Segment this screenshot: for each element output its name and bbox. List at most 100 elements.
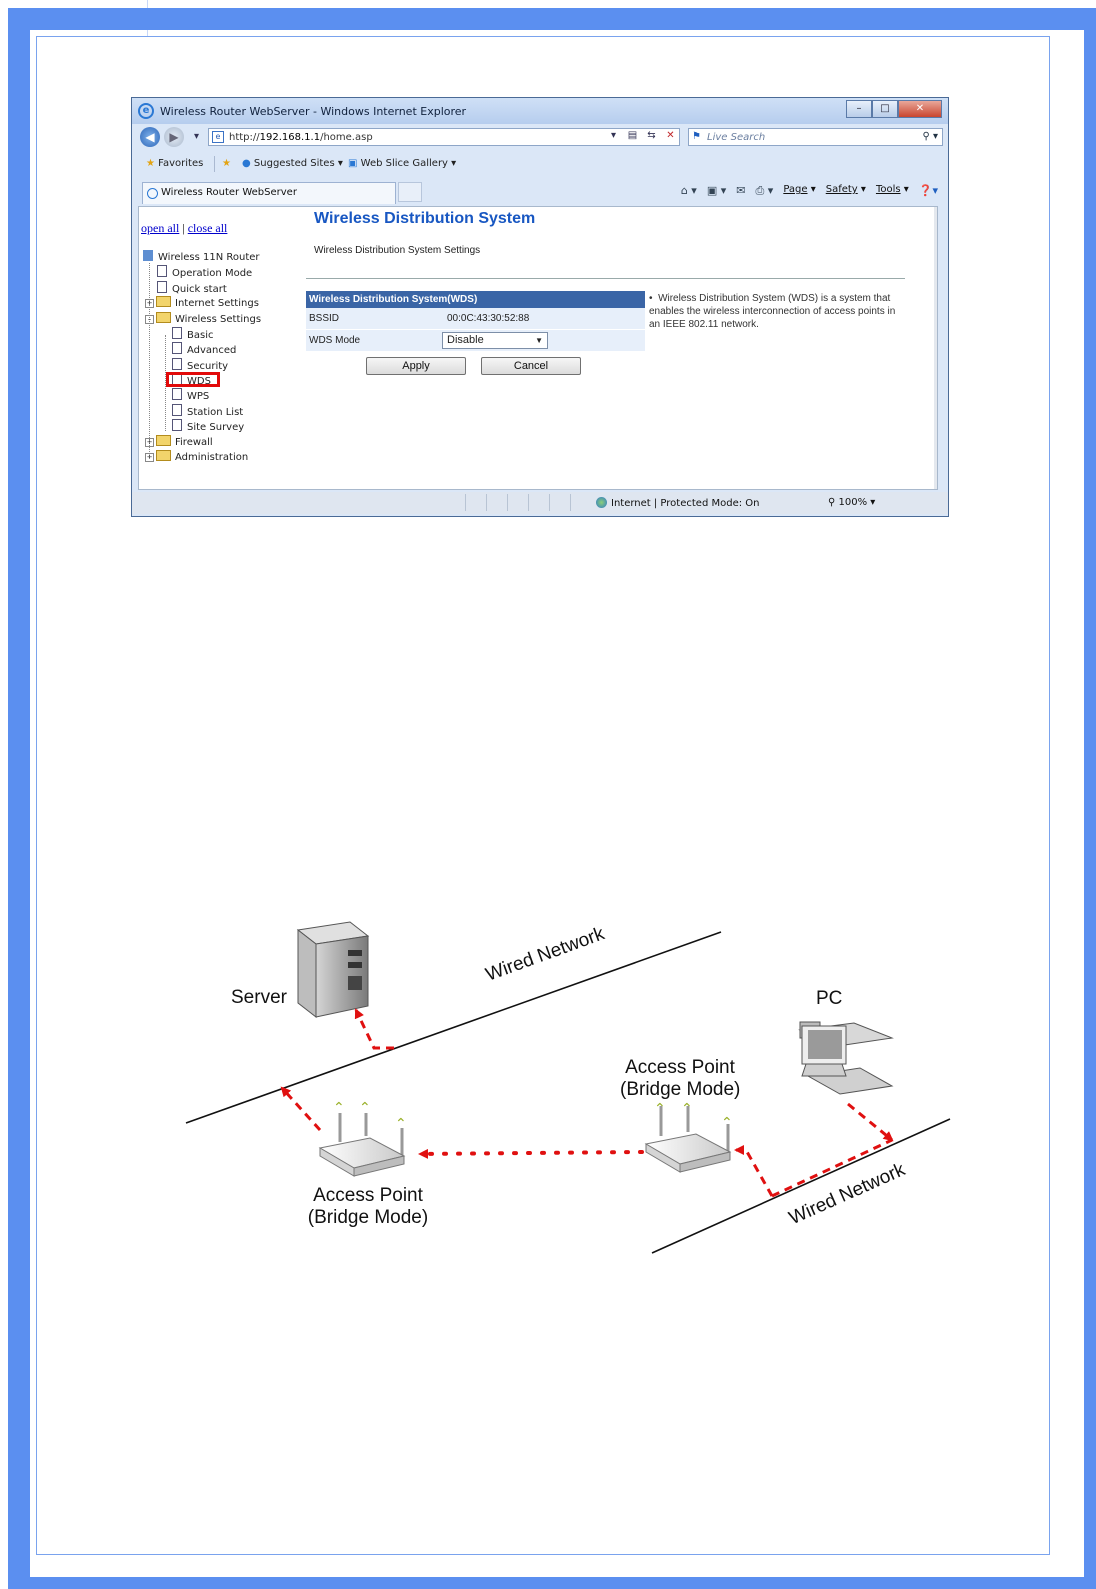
zoom-control[interactable]: ⚲ 100% ▾: [828, 497, 876, 508]
compatibility-view-icon[interactable]: ▤: [627, 130, 638, 141]
tab-wireless-router-webserver[interactable]: Wireless Router WebServer: [142, 182, 396, 204]
apply-button[interactable]: Apply: [366, 357, 466, 375]
diagram-graphic: ⌃ ⌃ ⌃ ⌃ ⌃ ⌃: [185, 921, 951, 1254]
sidebar-item-root[interactable]: Wireless 11N Router: [143, 250, 260, 263]
divider: [306, 278, 905, 279]
recent-pages-dropdown[interactable]: ▾: [193, 131, 200, 142]
close-button[interactable]: ✕: [898, 100, 942, 118]
favorites-bar: ★ Favorites ★ ● Suggested Sites ▾ ▣ Web …: [132, 152, 948, 176]
expand-icon[interactable]: +: [145, 453, 154, 462]
pc-icon: [798, 1021, 894, 1095]
add-favorite-icon[interactable]: ★: [222, 158, 231, 169]
ie-logo-icon: e: [138, 103, 154, 119]
bssid-value: 00:0C:43:30:52:88: [447, 313, 530, 324]
svg-text:⌃: ⌃: [721, 1115, 733, 1131]
open-all-link[interactable]: open all: [141, 221, 180, 235]
access-point-left-icon: ⌃ ⌃ ⌃: [318, 1100, 407, 1177]
ap-right-label-line1: Access Point: [625, 1057, 735, 1078]
title-bar: e Wireless Router WebServer - Windows In…: [132, 98, 948, 124]
security-zone[interactable]: Internet | Protected Mode: On: [596, 497, 759, 509]
server-icon: [296, 921, 370, 1019]
address-dropdown-icon[interactable]: ▾: [610, 130, 617, 141]
print-icon[interactable]: ⎙ ▾: [755, 184, 774, 197]
page-inner-border: [36, 36, 1050, 1555]
forward-button[interactable]: ▶: [164, 127, 184, 147]
minimize-button[interactable]: –: [846, 100, 872, 118]
vertical-scrollbar[interactable]: [934, 207, 937, 489]
sidebar-item-basic[interactable]: Basic: [172, 327, 213, 341]
favorites-separator: [214, 156, 215, 172]
cancel-button[interactable]: Cancel: [481, 357, 581, 375]
help-note: • Wireless Distribution System (WDS) is …: [649, 293, 896, 330]
server-label: Server: [231, 987, 287, 1008]
ap-left-label-line2: (Bridge Mode): [307, 1207, 429, 1228]
page-icon: [157, 265, 167, 277]
maximize-button[interactable]: □: [872, 100, 898, 118]
web-slice-gallery-link[interactable]: ▣ Web Slice Gallery ▾: [348, 158, 457, 169]
status-bar: Internet | Protected Mode: On ⚲ 100% ▾: [132, 492, 948, 514]
bssid-label: BSSID: [309, 313, 340, 324]
close-all-link[interactable]: close all: [187, 221, 228, 235]
favorites-button[interactable]: ★ Favorites: [146, 158, 204, 169]
expand-icon[interactable]: +: [145, 299, 154, 308]
sidebar-item-wireless-settings[interactable]: –Wireless Settings: [145, 312, 261, 325]
computer-icon: [143, 250, 153, 261]
tab-row: Wireless Router WebServer ⌂ ▾ ▣ ▾ ✉ ⎙ ▾ …: [132, 178, 948, 204]
sidebar-menu: open all | close all Wireless 11N Router…: [139, 207, 299, 489]
sidebar-item-wps[interactable]: WPS: [172, 388, 209, 402]
address-bar[interactable]: e http://192.168.1.1/home.asp: [208, 128, 680, 146]
zoom-icon: ⚲: [828, 497, 836, 508]
search-icon[interactable]: ⚲ ▾: [922, 131, 938, 142]
folder-open-icon: [156, 312, 171, 323]
sidebar-item-site-survey[interactable]: Site Survey: [172, 419, 244, 433]
collapse-icon[interactable]: –: [145, 315, 154, 324]
sidebar-item-administration[interactable]: +Administration: [145, 450, 249, 463]
live-search-icon: ⚑: [692, 131, 701, 142]
page-border: [8, 8, 1096, 1589]
connection-arrows: [280, 1008, 894, 1198]
refresh-icon[interactable]: ⇆: [647, 130, 656, 141]
sidebar-item-security[interactable]: Security: [172, 358, 228, 372]
address-tools: ▾ ▤ ⇆ ✕: [605, 128, 685, 146]
new-tab-button[interactable]: [398, 182, 422, 202]
search-box[interactable]: ⚑ Live Search ⚲ ▾: [688, 128, 943, 146]
back-button[interactable]: ◀: [140, 127, 160, 147]
mail-icon[interactable]: ✉: [736, 184, 746, 197]
help-icon[interactable]: ❓▾: [918, 184, 938, 197]
wireless-bridge-arrow: [418, 1148, 644, 1159]
table-row-wds-mode: WDS Mode Disable ▼: [306, 330, 645, 352]
window-controls: – □ ✕: [846, 100, 942, 118]
stop-icon[interactable]: ✕: [666, 130, 675, 141]
folder-icon: [156, 450, 171, 461]
sidebar-item-station-list[interactable]: Station List: [172, 404, 243, 418]
sidebar-item-internet-settings[interactable]: +Internet Settings: [145, 296, 259, 309]
ap-right-wire-arrow: [734, 1145, 774, 1197]
table-row-bssid: BSSID 00:0C:43:30:52:88: [306, 308, 645, 330]
svg-text:⌃: ⌃: [333, 1100, 345, 1116]
wds-highlight-box: [166, 372, 220, 387]
wds-mode-select[interactable]: Disable ▼: [442, 332, 548, 349]
tools-menu[interactable]: Tools ▾: [875, 184, 909, 195]
ap-left-to-wire-arrow: [280, 1086, 322, 1132]
pc-to-wire-arrow: [847, 1102, 894, 1142]
main-panel: Wireless Distribution System Wireless Di…: [304, 207, 934, 489]
home-icon[interactable]: ⌂ ▾: [680, 184, 697, 197]
tab-title: Wireless Router WebServer: [161, 187, 297, 198]
feeds-icon[interactable]: ▣ ▾: [706, 184, 727, 197]
svg-text:⌃: ⌃: [395, 1116, 407, 1132]
sidebar-item-advanced[interactable]: Advanced: [172, 342, 236, 356]
wds-settings-table: Wireless Distribution System(WDS) BSSID …: [306, 291, 645, 352]
expand-icon[interactable]: +: [145, 438, 154, 447]
safety-menu[interactable]: Safety ▾: [825, 184, 866, 195]
server-link-arrow: [354, 1008, 394, 1050]
sidebar-item-quick-start[interactable]: Quick start: [157, 281, 227, 295]
suggested-sites-link[interactable]: ● Suggested Sites ▾: [242, 158, 343, 169]
sidebar-item-firewall[interactable]: +Firewall: [145, 435, 213, 448]
page-icon: [172, 388, 182, 400]
sidebar-item-operation-mode[interactable]: Operation Mode: [157, 265, 252, 279]
tree-connector: [149, 263, 150, 458]
wired-network-line-bottom: [651, 1118, 951, 1254]
svg-text:⌃: ⌃: [681, 1101, 693, 1117]
page-menu[interactable]: Page ▾: [783, 184, 816, 195]
